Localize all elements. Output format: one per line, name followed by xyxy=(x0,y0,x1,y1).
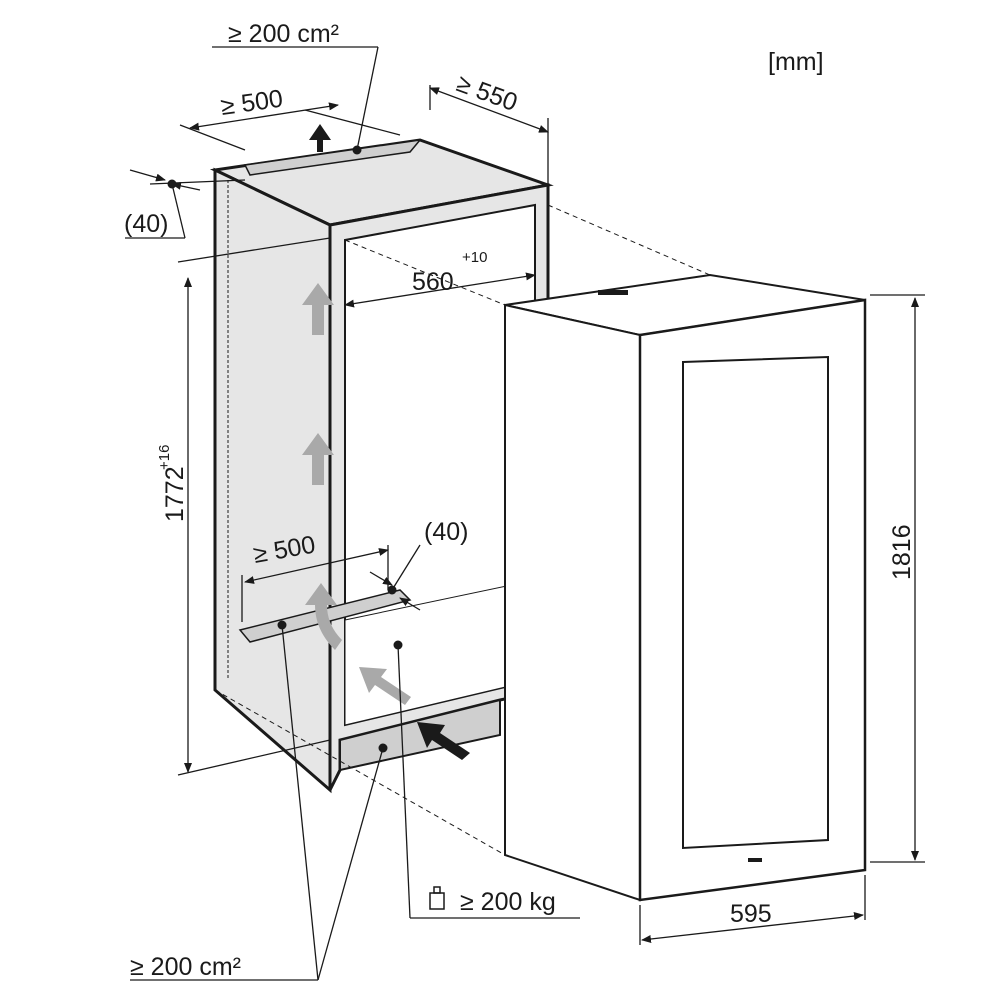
top-vent-gap-label: (40) xyxy=(124,210,168,238)
brand-logo xyxy=(748,858,762,862)
appliance-height-label: 1816 xyxy=(888,524,916,580)
door-glass xyxy=(682,355,829,850)
niche-width-label: 560 xyxy=(412,268,454,296)
niche-width-tolerance: +10 xyxy=(462,249,487,266)
niche-cabinet xyxy=(209,138,554,794)
bottom-vent-gap-label: (40) xyxy=(424,518,468,546)
leader-dots xyxy=(167,145,403,753)
unit-label: [mm] xyxy=(768,48,824,76)
weight-icon xyxy=(429,886,445,910)
plinth-vent xyxy=(339,698,501,772)
dimension-lines xyxy=(125,46,925,981)
airflow-curved-arrow xyxy=(305,583,342,650)
airflow-up-arrow xyxy=(302,283,334,335)
exhaust-arrow xyxy=(309,124,331,152)
floor-load-label: ≥ 200 kg xyxy=(460,888,556,916)
airflow-arrows xyxy=(302,124,470,760)
guide-lines xyxy=(214,204,711,856)
airflow-up-arrow xyxy=(302,433,334,485)
appliance xyxy=(504,273,867,902)
niche-height-tolerance: +16 xyxy=(156,445,173,470)
bottom-vent-area-label: ≥ 200 cm² xyxy=(130,953,241,981)
niche-height-label: 1772 xyxy=(161,466,189,522)
top-vent-area-label: ≥ 200 cm² xyxy=(228,20,339,48)
appliance-width-label: 595 xyxy=(730,900,772,928)
top-vent-slot xyxy=(243,138,422,176)
airflow-in-arrow xyxy=(359,667,411,705)
intake-arrow xyxy=(417,722,470,760)
